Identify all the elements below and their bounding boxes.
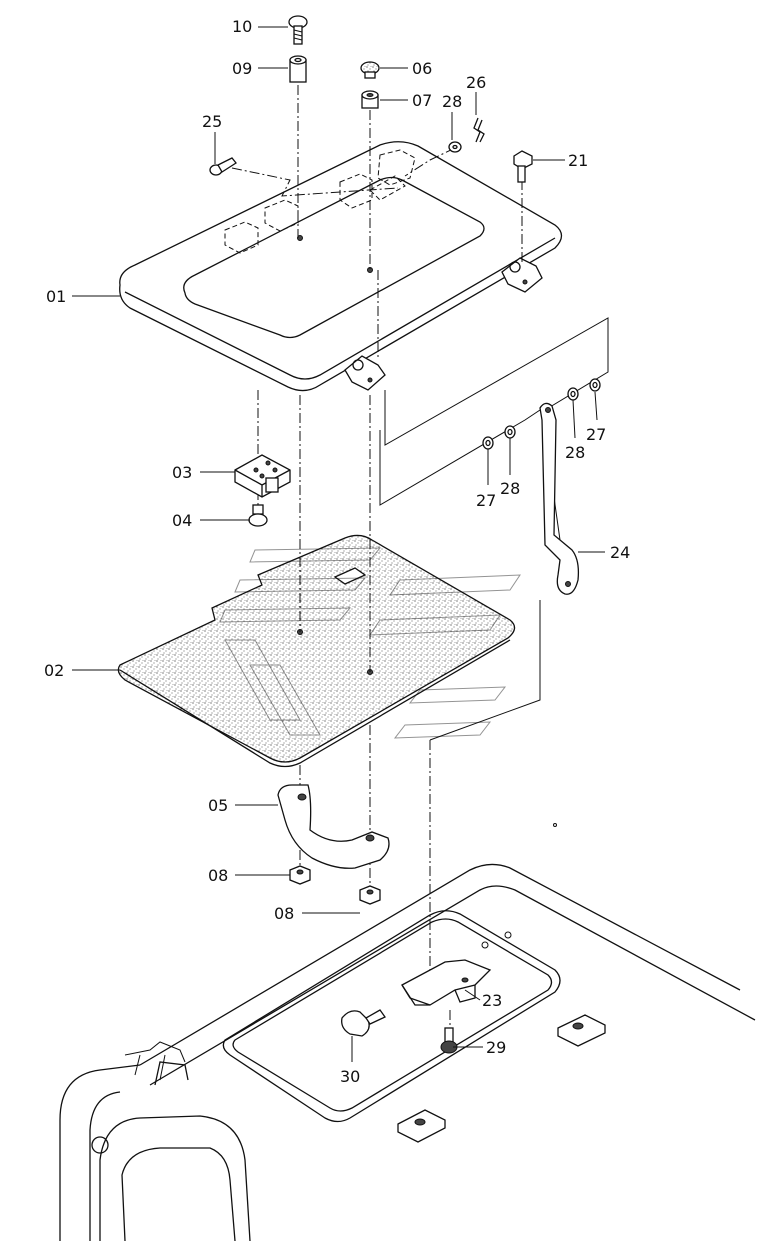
label-05: 05 — [208, 796, 228, 815]
label-03: 03 — [172, 463, 192, 482]
label-02: 02 — [44, 661, 64, 680]
bolt-10 — [288, 15, 308, 45]
label-28-right: 28 — [565, 443, 585, 462]
label-08-a: 08 — [208, 866, 228, 885]
nut-08b — [359, 885, 381, 905]
latch-23 — [401, 959, 492, 1006]
handle-05 — [277, 784, 390, 869]
label-07: 07 — [412, 91, 432, 110]
label-27-right: 27 — [586, 425, 606, 444]
label-27-mid: 27 — [476, 491, 496, 510]
washers-right — [482, 378, 601, 450]
label-28-mid: 28 — [500, 479, 520, 498]
cap-06 — [360, 61, 380, 79]
bolt-04 — [248, 504, 268, 527]
label-10: 10 — [232, 17, 252, 36]
label-30: 30 — [340, 1067, 360, 1086]
machine-body — [59, 823, 756, 1241]
label-24: 24 — [610, 543, 630, 562]
clip-26 — [473, 117, 485, 143]
label-25: 25 — [202, 112, 222, 131]
bolt-21 — [513, 150, 533, 183]
stay-bar-24 — [539, 402, 580, 595]
washer-28a — [448, 141, 462, 153]
alignment-lines — [231, 85, 609, 1035]
collar-07 — [361, 90, 379, 109]
bolt-29 — [440, 1027, 458, 1054]
label-21: 21 — [568, 151, 588, 170]
label-29: 29 — [486, 1038, 506, 1057]
mat-02 — [117, 534, 516, 768]
label-28-top: 28 — [442, 92, 462, 111]
part-labels: 10 09 06 07 28 26 25 21 01 27 28 03 28 2… — [44, 17, 630, 1086]
label-08-b: 08 — [274, 904, 294, 923]
label-01: 01 — [46, 287, 66, 306]
label-06: 06 — [412, 59, 432, 78]
nut-08a — [289, 865, 311, 885]
label-04: 04 — [172, 511, 192, 530]
spacer-09 — [289, 55, 307, 83]
watermark-logo — [219, 547, 521, 739]
knob-30 — [341, 1009, 386, 1037]
label-09: 09 — [232, 59, 252, 78]
lid-01 — [119, 141, 563, 392]
pin-25 — [209, 157, 237, 176]
leader-lines — [72, 26, 605, 1062]
label-23: 23 — [482, 991, 502, 1010]
bracket-03 — [234, 454, 291, 498]
label-26: 26 — [466, 73, 486, 92]
